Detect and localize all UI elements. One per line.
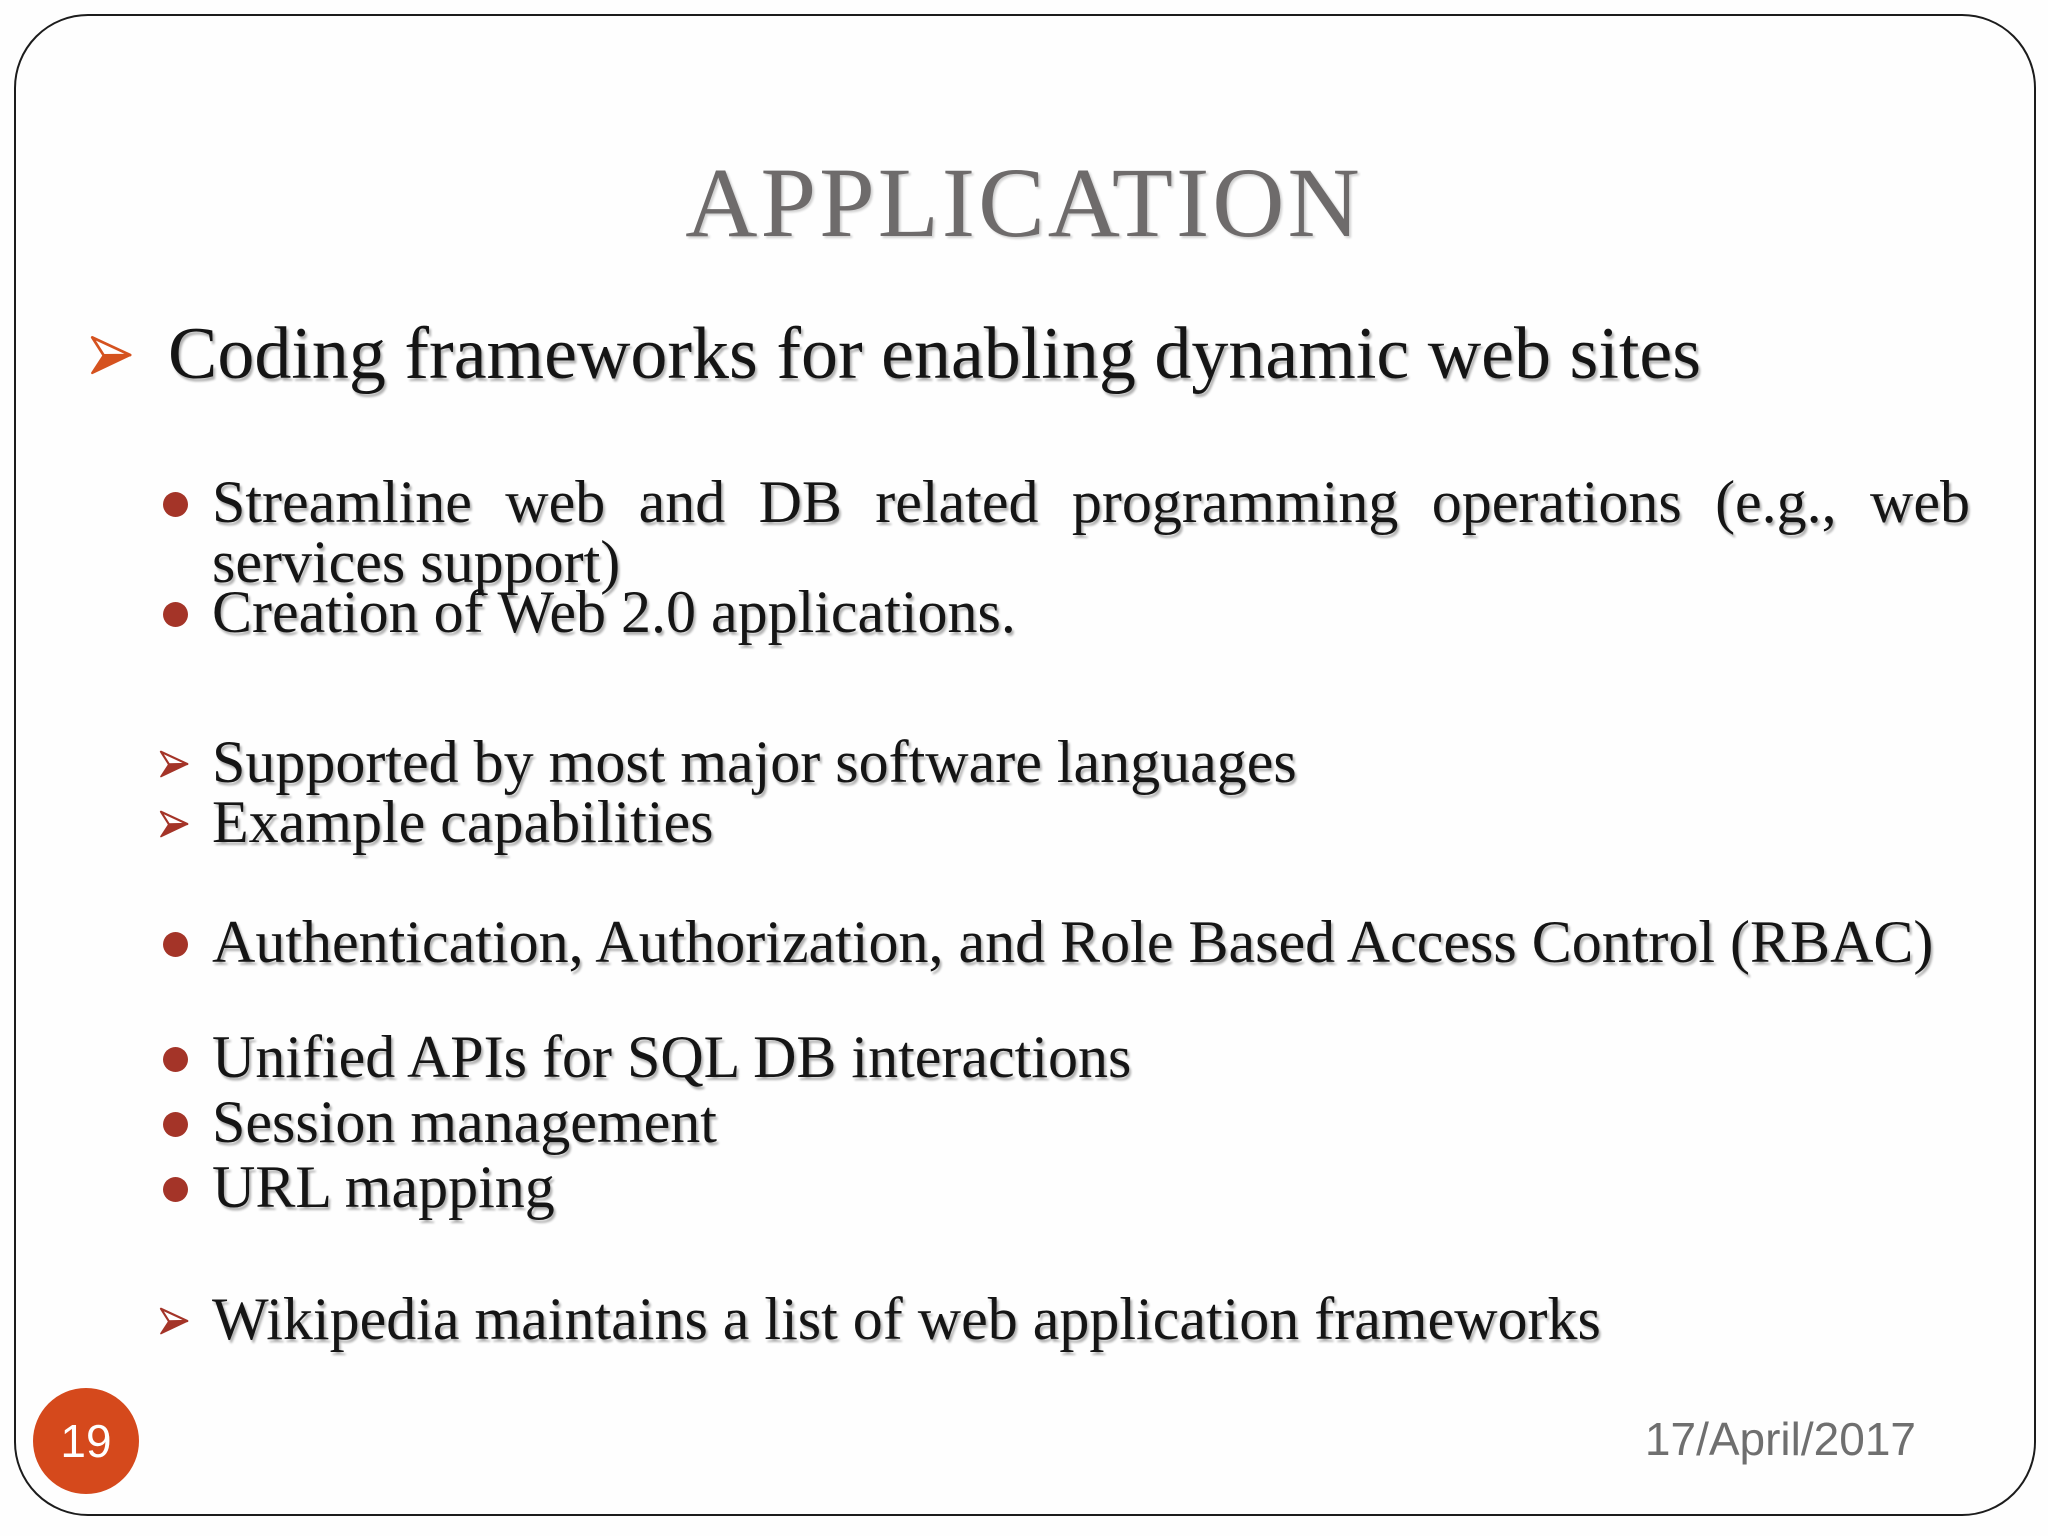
bullet-item: Example capabilities (0, 792, 2048, 852)
round-dot-bullet-icon (163, 492, 188, 517)
page-number-badge: 19 (33, 1388, 139, 1494)
bullet-text: Streamline web and DB related programmin… (212, 469, 1970, 595)
bullet-item: Creation of Web 2.0 applications. (0, 582, 2048, 642)
3d-arrowhead-right-icon (88, 332, 134, 378)
bullet-text: URL mapping (212, 1154, 555, 1220)
bullet-item: Session management (0, 1092, 2048, 1152)
slide-title: APPLICATION (685, 147, 1363, 258)
round-dot-bullet-icon (163, 1177, 188, 1202)
bullet-item: Coding frameworks for enabling dynamic w… (0, 317, 2048, 391)
bullet-item: URL mapping (0, 1157, 2048, 1217)
round-dot-bullet-icon (163, 1112, 188, 1137)
slide-date: 17/April/2017 (1644, 1413, 1916, 1465)
page-number: 19 (60, 1415, 112, 1467)
bullet-text: Unified APIs for SQL DB interactions (212, 1024, 1132, 1090)
round-dot-bullet-icon (163, 1047, 188, 1072)
bullet-text: Coding frameworks for enabling dynamic w… (168, 313, 1702, 395)
bullet-text: Wikipedia maintains a list of web applic… (212, 1286, 1601, 1352)
bullet-item: Authentication, Authorization, and Role … (0, 912, 2048, 972)
3d-arrowhead-right-icon (158, 748, 190, 780)
3d-arrowhead-right-icon (158, 808, 190, 840)
bullet-text: Authentication, Authorization, and Role … (212, 909, 1934, 975)
bullet-text: Session management (212, 1089, 717, 1155)
bullet-text: Supported by most major software languag… (212, 729, 1297, 795)
bullet-item: Supported by most major software languag… (0, 732, 2048, 792)
bullet-item: Wikipedia maintains a list of web applic… (0, 1289, 2048, 1349)
3d-arrowhead-right-icon (158, 1305, 190, 1337)
bullet-item: Unified APIs for SQL DB interactions (0, 1027, 2048, 1087)
bullet-text: Creation of Web 2.0 applications. (212, 579, 1016, 645)
round-dot-bullet-icon (163, 932, 188, 957)
round-dot-bullet-icon (163, 602, 188, 627)
bullet-item: Streamline web and DB related programmin… (0, 472, 2048, 592)
bullet-text: Example capabilities (212, 789, 714, 855)
